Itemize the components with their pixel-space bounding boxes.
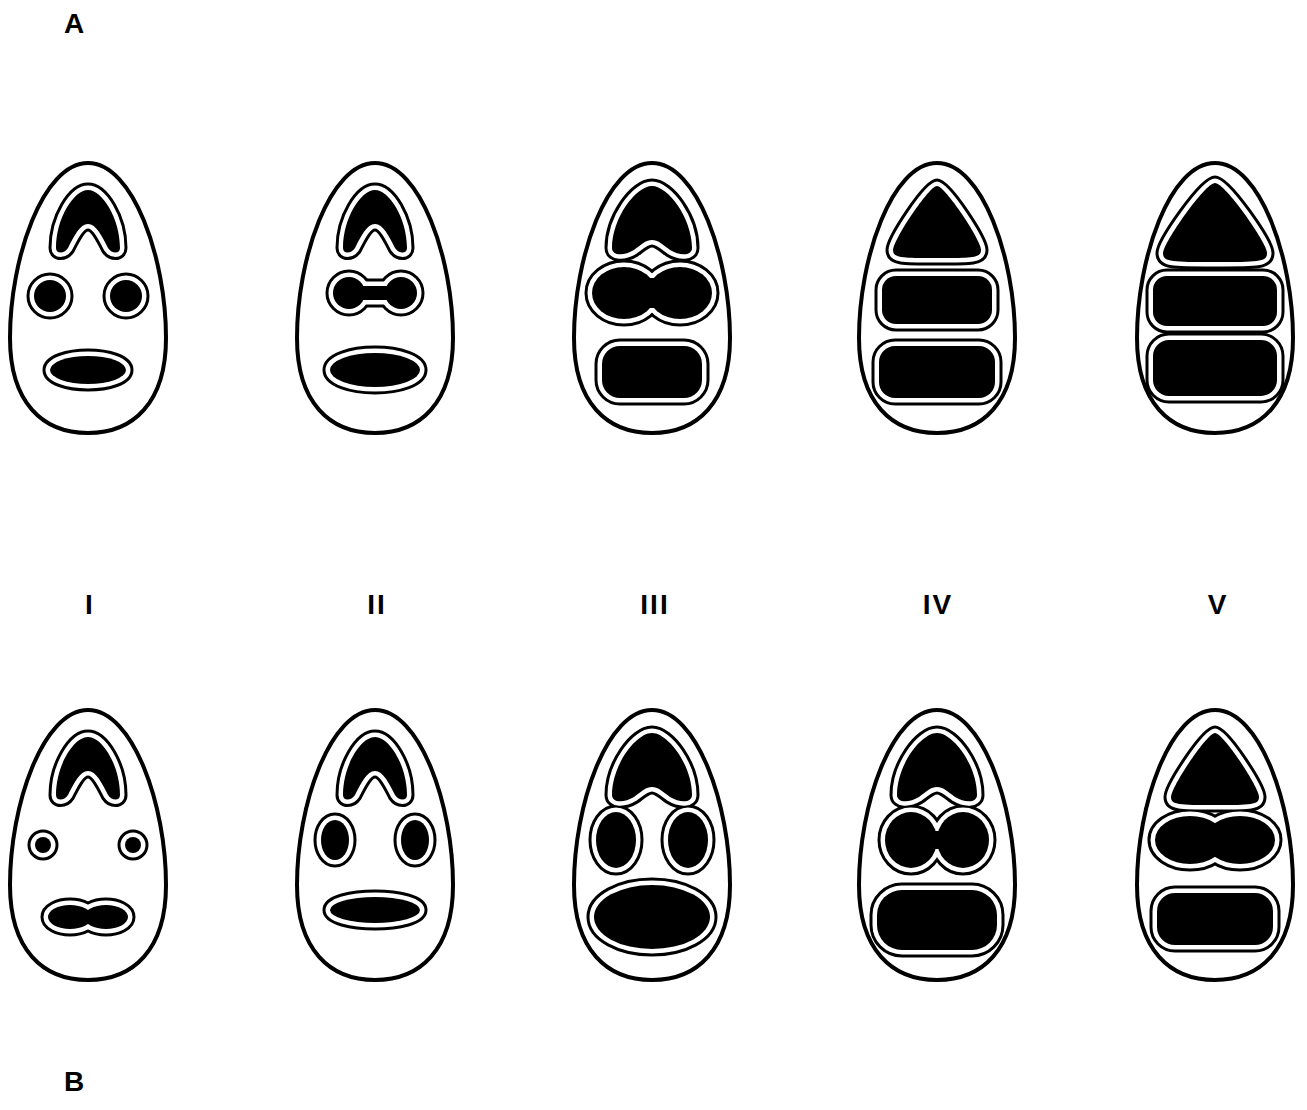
egg-figure xyxy=(1137,710,1293,980)
stage-numeral: V xyxy=(1208,589,1229,621)
egg-figure xyxy=(297,163,453,433)
egg-figure xyxy=(297,710,453,980)
egg-figure xyxy=(859,710,1015,980)
egg-figure xyxy=(10,710,166,980)
stage-numeral: I xyxy=(85,589,95,621)
egg-figure xyxy=(574,163,730,433)
panel-letter: B xyxy=(64,1066,86,1098)
stage-numeral: II xyxy=(367,589,387,621)
egg-figure xyxy=(1137,163,1293,433)
egg-figure xyxy=(574,710,730,980)
stage-numeral: IV xyxy=(923,589,953,621)
stage-numeral: III xyxy=(640,589,669,621)
egg-figure xyxy=(859,163,1015,433)
panel-letter: A xyxy=(64,8,86,40)
egg-figure xyxy=(10,163,166,433)
